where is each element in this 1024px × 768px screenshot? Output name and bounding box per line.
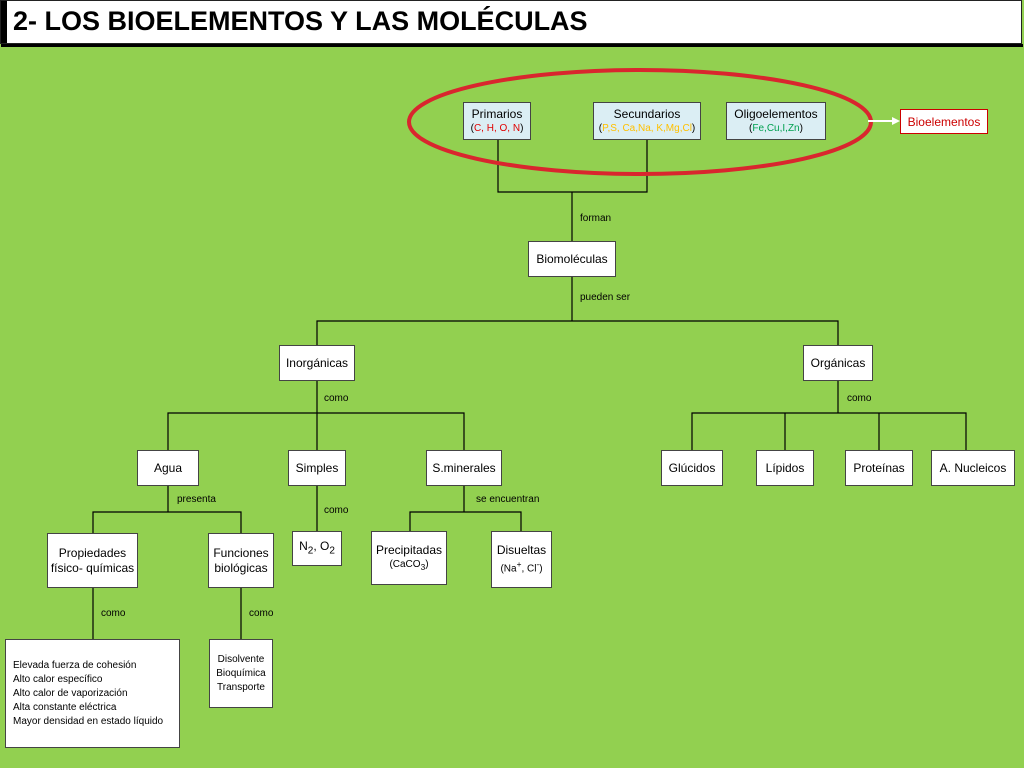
list-item: Bioquímica <box>216 667 266 679</box>
label-como-inorganicas: como <box>324 393 349 404</box>
oligoelementos-node: Oligoelementos (Fe,Cu,I,Zn) <box>726 102 826 140</box>
oligoelementos-elements: (Fe,Cu,I,Zn) <box>749 123 803 134</box>
funciones-line-2: biológicas <box>214 560 268 575</box>
nucleicos-node: A. Nucleicos <box>931 450 1015 486</box>
label-presenta: presenta <box>177 494 216 505</box>
primarios-elements: (C, H, O, N) <box>470 123 524 134</box>
agua-node: Agua <box>137 450 199 486</box>
propiedades-node: Propiedades físico- químicas <box>47 533 138 588</box>
title-underline <box>1 44 1023 47</box>
secundarios-label: Secundarios <box>613 107 681 121</box>
primarios-node: Primarios (C, H, O, N) <box>463 102 531 140</box>
organicas-node: Orgánicas <box>803 345 873 381</box>
inorg-org-branch <box>316 320 839 345</box>
label-pueden-ser: pueden ser <box>580 292 631 303</box>
funciones-node: Funciones biológicas <box>208 533 274 588</box>
list-item: Transporte <box>217 681 265 693</box>
biomoleculas-node: Biomoléculas <box>528 241 616 277</box>
precipitadas-node: Precipitadas (CaCO3) <box>371 531 447 585</box>
list-item: Alta constante eléctrica <box>13 701 117 713</box>
inorganicas-node: Inorgánicas <box>279 345 355 381</box>
bioelementos-summary: Bioelementos <box>900 109 988 134</box>
proteinas-node: Proteínas <box>845 450 913 486</box>
label-como-propiedades: como <box>101 608 126 619</box>
label-se-encuentran: se encuentran <box>476 494 540 505</box>
org-branch <box>691 412 967 450</box>
disueltas-node: Disueltas (Na+, Cl-) <box>491 531 552 588</box>
propiedades-line-1: Propiedades <box>58 545 127 560</box>
inorg-branch <box>167 412 465 450</box>
label-como-simples: como <box>324 505 349 516</box>
list-item: Alto calor de vaporización <box>13 687 128 699</box>
funciones-line-1: Funciones <box>213 545 269 560</box>
secundarios-elements: (P,S, Ca,Na, K,Mg,Cl) <box>598 123 696 134</box>
title-accent <box>1 1 7 43</box>
arrow-right-icon <box>868 117 900 125</box>
disueltas-label: Disueltas <box>496 543 547 558</box>
precipitadas-formula: (CaCO3) <box>389 558 429 572</box>
sminerales-branch <box>409 511 522 531</box>
primarios-label: Primarios <box>471 107 523 121</box>
simples-node: Simples <box>288 450 346 486</box>
propiedades-list: Elevada fuerza de cohesión Alto calor es… <box>5 639 180 748</box>
disueltas-formula: (Na+, Cl-) <box>500 559 543 575</box>
glucidos-node: Glúcidos <box>661 450 723 486</box>
list-item: Mayor densidad en estado líquido <box>13 715 164 727</box>
funciones-list: Disolvente Bioquímica Transporte <box>209 639 273 708</box>
sminerales-node: S.minerales <box>426 450 502 486</box>
propiedades-line-2: físico- químicas <box>50 560 135 575</box>
simples-formula: N2, O2 <box>299 539 335 557</box>
oligoelementos-label: Oligoelementos <box>734 107 818 121</box>
list-item: Elevada fuerza de cohesión <box>13 659 137 671</box>
simples-formula-node: N2, O2 <box>292 531 342 566</box>
page-title: 2- LOS BIOELEMENTOS Y LAS MOLÉCULAS <box>13 6 588 36</box>
label-como-funciones: como <box>249 608 274 619</box>
precipitadas-label: Precipitadas <box>375 542 443 557</box>
label-forman: forman <box>580 213 612 224</box>
list-item: Alto calor específico <box>13 673 103 685</box>
secundarios-node: Secundarios (P,S, Ca,Na, K,Mg,Cl) <box>593 102 701 140</box>
title-bar: 2- LOS BIOELEMENTOS Y LAS MOLÉCULAS <box>0 0 1023 47</box>
label-como-organicas: como <box>847 393 872 404</box>
list-item: Disolvente <box>217 653 265 665</box>
lipidos-node: Lípidos <box>756 450 814 486</box>
agua-branch <box>92 511 242 533</box>
